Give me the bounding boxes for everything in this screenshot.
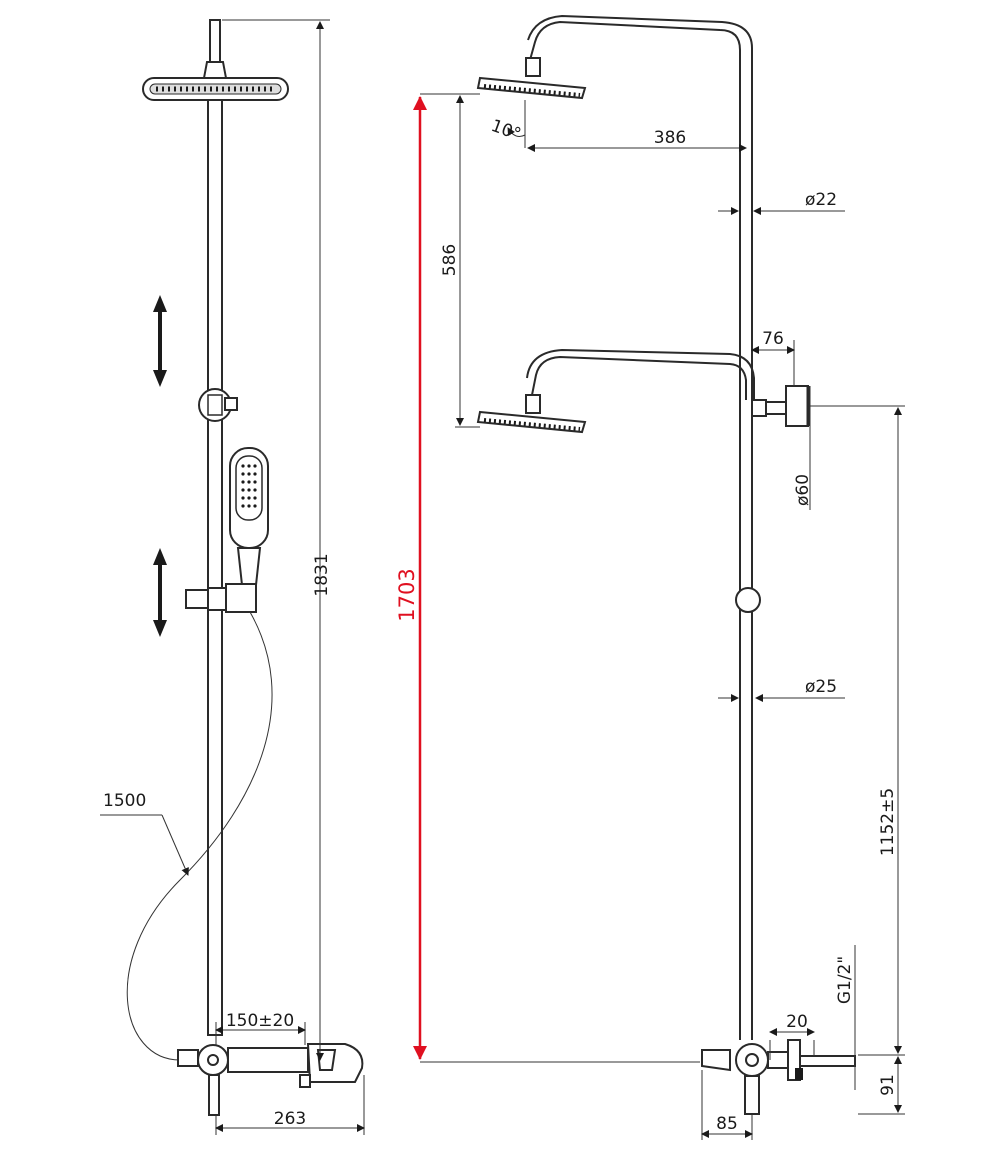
dim-o60: ø60	[793, 386, 813, 510]
dim-o25: ø25	[718, 677, 845, 702]
dim-label-o60: ø60	[793, 474, 813, 506]
dim-label-76: 76	[762, 329, 784, 349]
dim-label-o22: ø22	[805, 190, 837, 210]
dim-label-1152-5: 1152±5	[878, 788, 898, 856]
front-view: 1831 1500 150±20 263	[100, 19, 365, 1135]
upper-arm-inner	[527, 14, 753, 1040]
dim-g1-2: G1/2"	[835, 945, 856, 1090]
upper-adjust-arrow-icon	[153, 295, 167, 387]
dim-1703: 1703	[395, 93, 700, 1063]
side-thermostatic-mixer	[701, 1039, 856, 1115]
dim-label-1500: 1500	[103, 791, 146, 811]
dim-150-20: 150±20	[215, 1011, 306, 1045]
dim-76: 76	[751, 329, 795, 386]
side-slider-knob	[735, 587, 761, 613]
dim-label-o25: ø25	[805, 677, 837, 697]
lower-arm-outer	[531, 355, 747, 400]
front-rain-shower-head	[142, 77, 289, 101]
dim-1152-5: 1152±5	[810, 405, 905, 1056]
dim-10-degree: 10°	[488, 100, 526, 148]
dim-label-1831: 1831	[312, 553, 332, 596]
dim-263: 263	[215, 1075, 365, 1135]
front-head-connector	[202, 61, 228, 79]
dim-label-85: 85	[716, 1114, 738, 1134]
dim-o22: ø22	[718, 190, 845, 215]
front-thermostatic-mixer	[177, 1043, 364, 1116]
front-wall-bracket	[198, 388, 238, 422]
dim-label-g1-2: G1/2"	[835, 956, 855, 1004]
side-view: 1703	[395, 14, 905, 1140]
side-wall-bracket	[751, 385, 810, 427]
dim-1500: 1500	[100, 791, 189, 876]
dim-label-586: 586	[440, 244, 460, 276]
dim-91: 91	[858, 1056, 905, 1115]
dim-label-10-degree: 10°	[488, 116, 523, 145]
lower-adjust-arrow-icon	[153, 548, 167, 637]
dim-label-150-20: 150±20	[226, 1011, 294, 1031]
dim-label-386: 386	[654, 128, 686, 148]
lower-side-shower-head	[476, 394, 587, 434]
upper-arm-outer	[529, 20, 741, 1040]
front-hose	[126, 611, 273, 1061]
dim-20: 20	[769, 1012, 815, 1060]
front-top-pipe	[209, 19, 221, 66]
dim-586: 586	[440, 93, 480, 428]
dim-label-1703: 1703	[395, 568, 419, 621]
dim-386: 386	[527, 128, 747, 152]
dim-label-263: 263	[274, 1109, 306, 1129]
lower-arm-inner	[526, 348, 755, 400]
dim-85: 85	[701, 1070, 753, 1140]
front-hand-shower-holder	[185, 583, 257, 613]
dim-label-20: 20	[786, 1012, 808, 1032]
front-hand-shower	[229, 447, 269, 586]
front-slide-rail	[207, 94, 223, 1036]
upper-side-shower-head	[476, 57, 587, 100]
dim-1831: 1831	[222, 19, 332, 1061]
dim-label-91: 91	[878, 1074, 898, 1096]
